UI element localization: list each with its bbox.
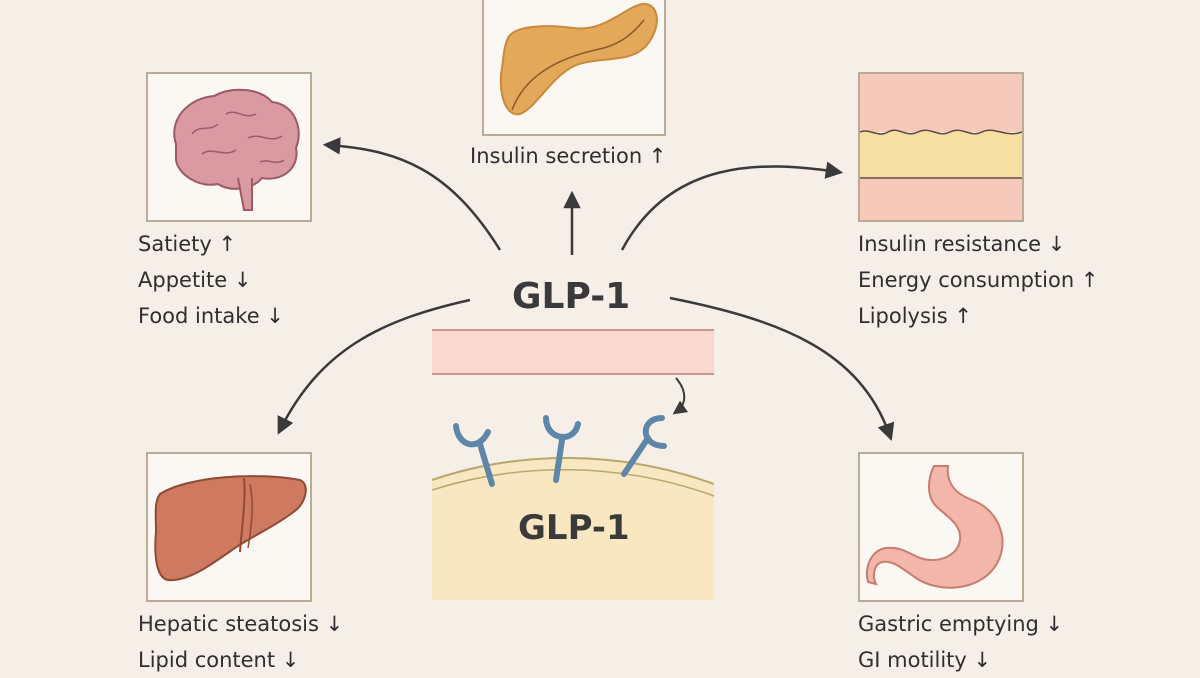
arrow-to-stomach [669, 296, 895, 441]
brain-icon [173, 88, 300, 211]
adipose-effect-3: Lipolysis ↑ [858, 304, 972, 328]
receptor-icon [453, 415, 667, 487]
pancreas-effect-1: Insulin secretion ↑ [470, 144, 667, 168]
stomach-effect-2: GI motility ↓ [858, 648, 992, 672]
stomach-effect-1: Gastric emptying ↓ [858, 612, 1064, 636]
liver-caption: Hepatic steatosis ↓ Lipid content ↓ [138, 606, 343, 678]
stomach-panel [858, 452, 1024, 602]
arrow-to-adipose [620, 161, 844, 251]
brain-caption: Satiety ↑ Appetite ↓ Food intake ↓ [138, 226, 284, 334]
brain-effect-2: Appetite ↓ [138, 268, 252, 292]
pancreas-caption: Insulin secretion ↑ [470, 138, 666, 174]
membrane-band [432, 330, 714, 374]
glp1-title: GLP-1 [512, 276, 631, 317]
glp1-cell-label: GLP-1 [518, 508, 630, 548]
arrow-to-receptor [672, 377, 689, 415]
adipose-caption: Insulin resistance ↓ Energy consumption … [858, 226, 1098, 334]
liver-panel [146, 452, 312, 602]
cell-body [432, 457, 714, 600]
adipose-panel [858, 72, 1024, 222]
brain-effect-3: Food intake ↓ [138, 304, 284, 328]
brain-effect-1: Satiety ↑ [138, 232, 237, 256]
arrow-to-brain [322, 137, 502, 251]
adipose-effect-2: Energy consumption ↑ [858, 268, 1099, 292]
liver-effect-1: Hepatic steatosis ↓ [138, 612, 344, 636]
brain-panel [146, 72, 312, 222]
stomach-caption: Gastric emptying ↓ GI motility ↓ [858, 606, 1063, 678]
adipose-effect-1: Insulin resistance ↓ [858, 232, 1066, 256]
pancreas-icon [499, 2, 658, 116]
liver-icon [154, 475, 307, 582]
adipose-tissue-icon [860, 74, 1022, 220]
liver-effect-2: Lipid content ↓ [138, 648, 300, 672]
arrow-to-liver [277, 298, 471, 435]
pancreas-panel [482, 0, 666, 136]
stomach-icon [866, 465, 1004, 589]
